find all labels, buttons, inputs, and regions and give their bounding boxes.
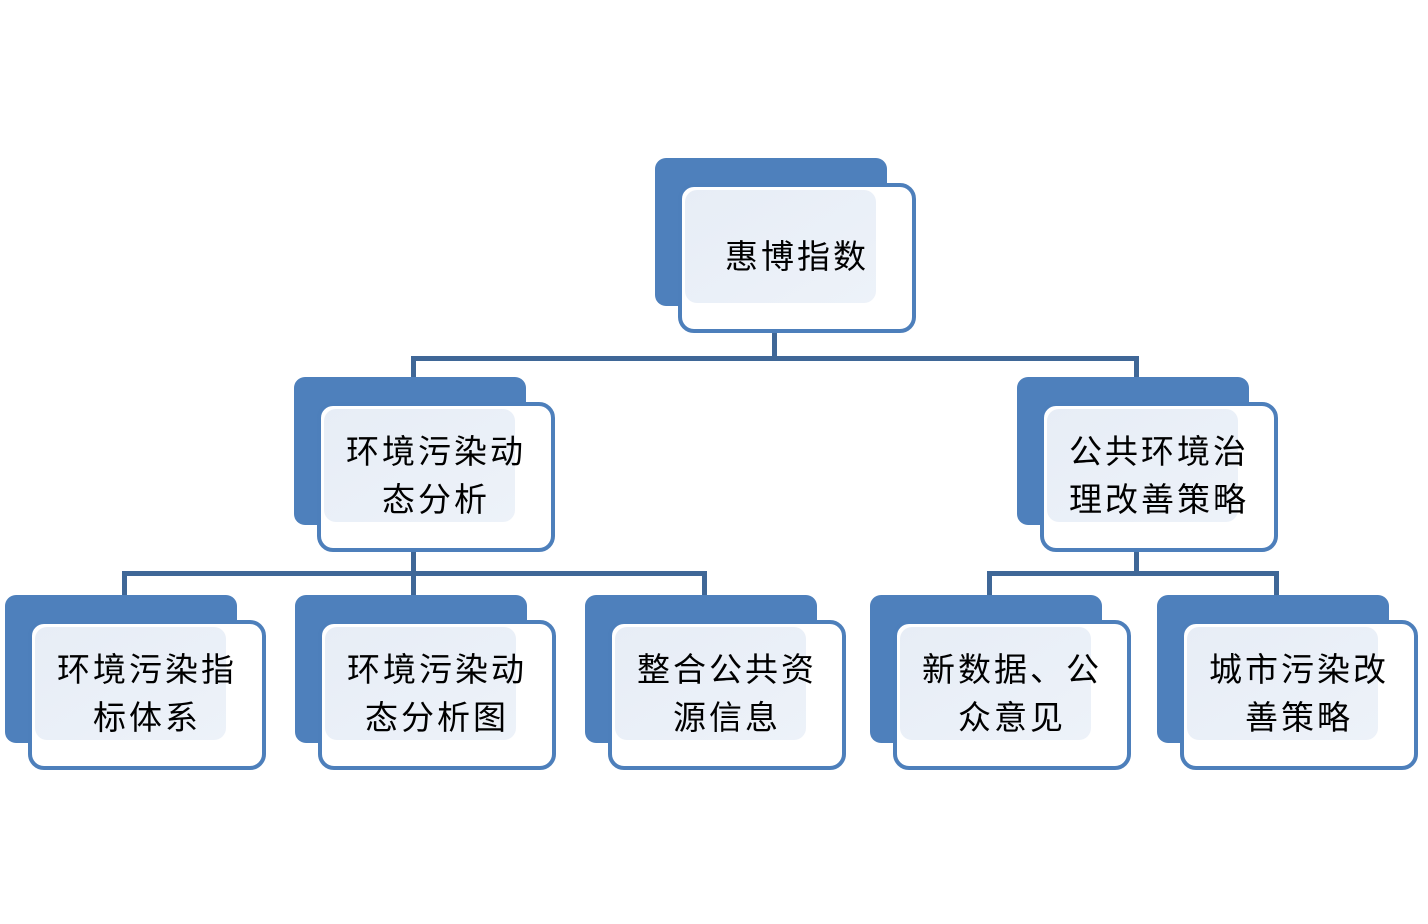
node-right-branch-face: 公共环境治理改善策略	[1040, 402, 1278, 552]
node-leaf-1-label-line1: 环境污染指	[57, 653, 237, 689]
node-leaf-2[interactable]: 环境污染动态分析图	[295, 595, 556, 770]
node-leaf-1[interactable]: 环境污染指标体系	[5, 595, 266, 770]
node-root-label-line1: 惠博指数	[725, 240, 869, 276]
node-leaf-5[interactable]: 城市污染改善策略	[1157, 595, 1418, 770]
node-left-branch-label-line1: 环境污染动	[346, 435, 526, 471]
node-leaf-5-label: 城市污染改善策略	[1209, 647, 1389, 743]
connector-leaf4-drop	[987, 573, 992, 595]
connector-right-branch-drop	[1134, 358, 1139, 379]
connector-root-drop	[772, 331, 777, 358]
node-leaf-2-label-line2: 态分析图	[365, 701, 509, 737]
node-leaf-3-label: 整合公共资源信息	[637, 647, 817, 743]
node-root-face: 惠博指数	[678, 183, 916, 333]
node-leaf-4-label-line1: 新数据、公	[922, 653, 1102, 689]
node-right-branch-label-line2: 理改善策略	[1069, 483, 1249, 519]
node-right-branch-label-line1: 公共环境治	[1069, 435, 1249, 471]
node-left-branch-label: 环境污染动态分析	[346, 429, 526, 525]
connector-level1-horizontal	[411, 356, 1139, 361]
node-leaf-3-face: 整合公共资源信息	[608, 620, 846, 770]
node-leaf-1-label-line2: 标体系	[93, 701, 201, 737]
node-root[interactable]: 惠博指数	[655, 158, 916, 333]
node-leaf-4[interactable]: 新数据、公众意见	[870, 595, 1131, 770]
node-leaf-1-face: 环境污染指标体系	[28, 620, 266, 770]
node-leaf-2-face: 环境污染动态分析图	[318, 620, 556, 770]
node-leaf-2-label: 环境污染动态分析图	[347, 647, 527, 743]
connector-right-branch-stem	[1134, 552, 1139, 574]
node-leaf-3-label-line2: 源信息	[673, 701, 781, 737]
node-leaf-4-label-line2: 众意见	[958, 701, 1066, 737]
node-left-branch[interactable]: 环境污染动态分析	[294, 377, 555, 552]
connector-leaf3-drop	[702, 573, 707, 595]
node-leaf-2-label-line1: 环境污染动	[347, 653, 527, 689]
node-leaf-4-face: 新数据、公众意见	[893, 620, 1131, 770]
node-right-branch-label: 公共环境治理改善策略	[1069, 429, 1249, 525]
node-left-branch-label-line2: 态分析	[382, 483, 490, 519]
connector-leaf1-drop	[122, 573, 127, 595]
node-leaf-4-label: 新数据、公众意见	[922, 647, 1102, 743]
connector-leaf5-drop	[1274, 573, 1279, 595]
node-leaf-3[interactable]: 整合公共资源信息	[585, 595, 846, 770]
connector-right-horizontal	[987, 571, 1279, 576]
node-leaf-5-face: 城市污染改善策略	[1180, 620, 1418, 770]
node-root-label: 惠博指数	[725, 234, 869, 282]
node-leaf-5-label-line1: 城市污染改	[1209, 653, 1389, 689]
node-leaf-3-label-line1: 整合公共资	[637, 653, 817, 689]
connector-left-branch-drop	[411, 358, 416, 379]
node-left-branch-face: 环境污染动态分析	[317, 402, 555, 552]
node-leaf-5-label-line2: 善策略	[1245, 701, 1353, 737]
node-right-branch[interactable]: 公共环境治理改善策略	[1017, 377, 1278, 552]
node-leaf-1-label: 环境污染指标体系	[57, 647, 237, 743]
connector-left-horizontal	[122, 571, 707, 576]
